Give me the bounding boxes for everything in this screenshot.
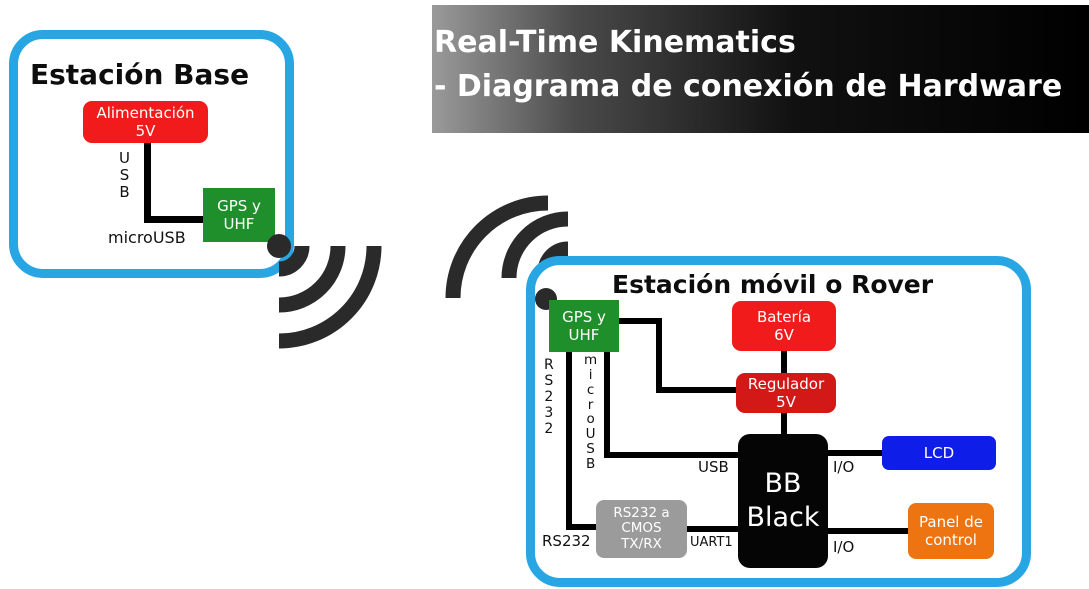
base-station-panel bbox=[9, 30, 294, 278]
lcd-box: LCD bbox=[882, 436, 996, 470]
bbb-control-panel-wire bbox=[826, 528, 910, 534]
battery-box: Batería 6V bbox=[732, 301, 836, 351]
base-usb-label: U S B bbox=[119, 149, 130, 201]
control-panel-box: Panel de control bbox=[908, 503, 994, 559]
battery-regulator-wire bbox=[781, 350, 787, 375]
base-gps-uhf-box: GPS y UHF bbox=[203, 188, 275, 242]
base-station-title: Estación Base bbox=[30, 58, 250, 91]
beaglebone-black-box: BB Black bbox=[738, 434, 828, 568]
base-microusb-label: microUSB bbox=[108, 228, 186, 247]
converter-bbb-wire bbox=[686, 526, 738, 532]
wireless-signal-icon bbox=[267, 234, 382, 349]
bbb-lcd-wire bbox=[826, 450, 884, 456]
gps-microusb-wire-vertical bbox=[604, 350, 610, 458]
rs232-label: RS232 bbox=[542, 532, 591, 550]
rover-station-title: Estación móvil o Rover bbox=[612, 270, 934, 299]
regulator-bbb-wire bbox=[781, 412, 787, 436]
usb-label: USB bbox=[698, 458, 729, 476]
io-label-bottom: I/O bbox=[833, 538, 855, 556]
base-usb-wire-vertical bbox=[144, 143, 151, 223]
regulator-box: Regulador 5V bbox=[736, 373, 836, 413]
gps-regulator-wire-b bbox=[656, 318, 662, 393]
gps-regulator-wire-c bbox=[656, 387, 738, 393]
io-label-top: I/O bbox=[833, 458, 855, 476]
gps-rs232-wire-vertical bbox=[566, 350, 572, 530]
gps-microusb-wire-horizontal bbox=[604, 452, 738, 458]
rs232-cmos-converter-box: RS232 a CMOS TX/RX bbox=[596, 500, 687, 558]
rs232-vertical-label: R S 2 3 2 bbox=[544, 357, 554, 438]
title-banner: Real-Time Kinematics - Diagrama de conex… bbox=[432, 5, 1089, 133]
uart1-label: UART1 bbox=[690, 535, 733, 550]
banner-title-line2: - Diagrama de conexión de Hardware bbox=[434, 69, 1063, 104]
gps-regulator-wire-a bbox=[618, 318, 662, 324]
gps-rs232-wire-horizontal bbox=[566, 524, 598, 530]
rover-gps-uhf-box: GPS y UHF bbox=[549, 300, 619, 352]
microusb-vertical-label: m i c r o U S B bbox=[584, 352, 598, 472]
base-power-box: Alimentación 5V bbox=[83, 101, 208, 143]
base-usb-wire-horizontal bbox=[144, 216, 204, 223]
banner-title-line1: Real-Time Kinematics bbox=[434, 25, 796, 60]
